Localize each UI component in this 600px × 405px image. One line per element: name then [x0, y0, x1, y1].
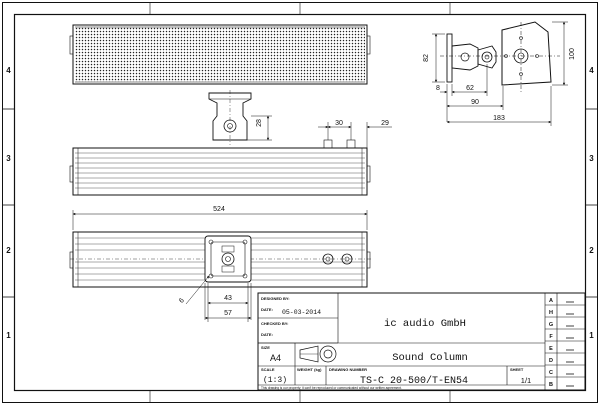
zone-label-right: 2	[589, 246, 594, 255]
top-view-dimensions	[247, 115, 392, 148]
date-label: DATE:	[261, 307, 273, 312]
top-view-dimension-labels: 28 30 29	[256, 119, 389, 127]
revision-row-labels: H G F E D C B A	[549, 298, 553, 388]
title-block	[257, 292, 586, 391]
dim-label-82: 82	[423, 54, 430, 62]
rear-view-dimensions	[72, 210, 368, 322]
scale-label: SCALE	[261, 367, 275, 372]
revision-row-label: E	[549, 346, 553, 352]
checked-by-label: CHECKED BY:	[261, 321, 288, 326]
dim-label-100: 100	[569, 48, 576, 60]
zone-label-left: 1	[6, 331, 11, 340]
front-view-grille	[69, 24, 371, 85]
designed-by-label: DESIGNED BY:	[261, 296, 290, 301]
zone-label-left: 4	[6, 66, 11, 75]
weight-label: WEIGHT (kg)	[297, 367, 322, 372]
zone-label-left: 3	[6, 154, 11, 163]
zone-label-right: 3	[589, 154, 594, 163]
date-value: 05-03-2014	[282, 309, 321, 316]
dim-label-43: 43	[224, 295, 232, 302]
zone-label-right: 4	[589, 66, 594, 75]
title-block-text: DESIGNED BY: DATE: 05-03-2014 CHECKED BY…	[261, 296, 531, 390]
dim-label-8: 8	[436, 85, 440, 92]
revision-row-label: B	[549, 382, 553, 388]
dim-label-29: 29	[381, 120, 389, 127]
company-name: ic audio GmbH	[384, 318, 466, 330]
side-view-bracket	[440, 21, 560, 92]
drawing-title: Sound Column	[392, 352, 468, 364]
zone-label-right: 1	[589, 331, 594, 340]
side-view-dimensions	[432, 21, 568, 126]
rear-view-column	[69, 231, 372, 288]
sheet-value: 1/1	[521, 376, 531, 385]
dim-label-57: 57	[224, 310, 232, 317]
dim-label-62: 62	[466, 85, 474, 92]
dim-label-28: 28	[256, 119, 263, 127]
projection-symbol-icon	[299, 345, 337, 363]
scale-value: (1:3)	[263, 376, 287, 385]
revision-row-label: D	[549, 358, 553, 364]
sheet-label: SHEET	[510, 367, 524, 372]
dim-label-6: 6	[178, 297, 186, 305]
dim-label-183: 183	[493, 115, 505, 122]
dim-label-30: 30	[335, 120, 343, 127]
revision-row-label: H	[549, 310, 553, 316]
zone-labels: 4 3 2 1 4 3 2 1	[6, 66, 594, 340]
disclaimer-text: This drawing is our property; it can't b…	[261, 386, 402, 390]
revision-row-label: C	[549, 370, 553, 376]
revision-row-label: F	[549, 334, 553, 340]
dim-label-90: 90	[471, 99, 479, 106]
side-view-dimension-labels: 82 100 8 62 90 183	[423, 48, 576, 122]
top-view-column	[69, 90, 371, 196]
size-label: SIZE	[261, 345, 270, 350]
checked-date-label: DATE:	[261, 332, 273, 337]
drawing-number: TS-C 20-500/T-EN54	[360, 375, 468, 387]
revision-row-label: G	[549, 322, 553, 328]
dim-label-524: 524	[213, 206, 225, 213]
zone-label-left: 2	[6, 246, 11, 255]
rear-view-dimension-labels: 524 6 43 57	[178, 206, 232, 317]
size-value: A4	[270, 353, 281, 363]
revision-row-label: A	[549, 298, 553, 304]
drawing-number-label: DRAWING NUMBER	[329, 367, 367, 372]
